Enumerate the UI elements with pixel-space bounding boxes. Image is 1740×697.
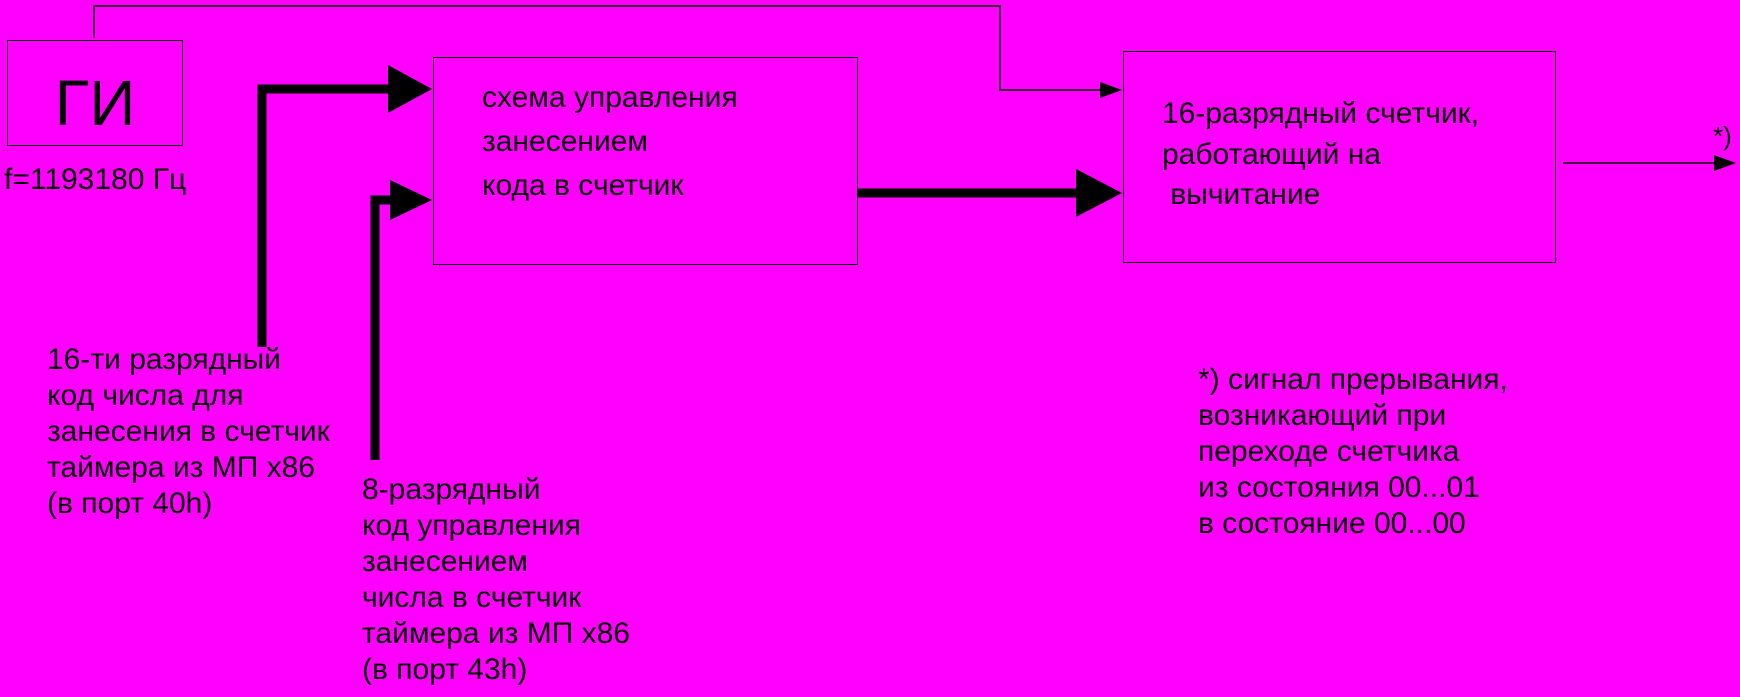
input-control-line-6: (в порт 43h) (362, 653, 528, 686)
clock-line (93, 5, 1100, 91)
generator-frequency: f=1193180 Гц (4, 163, 187, 196)
clock-arrowhead (1100, 82, 1122, 98)
input-control-line-5: таймера из МП x86 (362, 617, 630, 650)
control-bus-line (370, 195, 398, 460)
footnote-line-3: переходе счетчика (1198, 435, 1460, 468)
input-data-line-1: 16-ти разрядный (47, 343, 281, 376)
control-bus-arrowhead (390, 180, 432, 220)
footnote-line-5: в состояние 00...00 (1198, 507, 1466, 540)
input-control-line-3: занесением (362, 545, 529, 578)
input-control-line-2: код управления (362, 509, 581, 542)
control-scheme-line-3: кода в счетчик (482, 169, 684, 202)
control-scheme-line-2: занесением (482, 125, 649, 158)
counter-line-1: 16-разрядный счетчик, (1162, 97, 1480, 130)
input-data-line-2: код числа для (47, 379, 244, 412)
control-scheme-block (433, 57, 858, 265)
load-bus-arrowhead (1076, 169, 1122, 217)
generator-label: ГИ (54, 67, 136, 139)
output-arrowhead (1714, 155, 1736, 171)
output-marker: *) (1713, 121, 1732, 151)
generator-block: ГИ (7, 40, 183, 146)
data-bus-line (257, 84, 392, 347)
input-data-line-3: занесения в счетчик (47, 415, 330, 448)
input-control-line-4: числа в счетчик (362, 581, 582, 614)
input-data-line-5: (в порт 40h) (47, 487, 213, 520)
control-scheme-line-1: схема управления (482, 81, 738, 114)
footnote-line-4: из состояния 00...01 (1198, 471, 1480, 504)
footnote-line-1: *) сигнал прерывания, (1198, 363, 1508, 396)
counter-line-2: работающий на (1162, 138, 1381, 171)
counter-block (1123, 51, 1556, 263)
input-control-line-1: 8-разрядный (362, 473, 541, 506)
counter-line-3: вычитание (1162, 178, 1321, 211)
input-data-line-4: таймера из МП x86 (47, 451, 315, 484)
footnote-line-2: возникающий при (1198, 399, 1447, 432)
data-bus-arrowhead (388, 65, 432, 113)
